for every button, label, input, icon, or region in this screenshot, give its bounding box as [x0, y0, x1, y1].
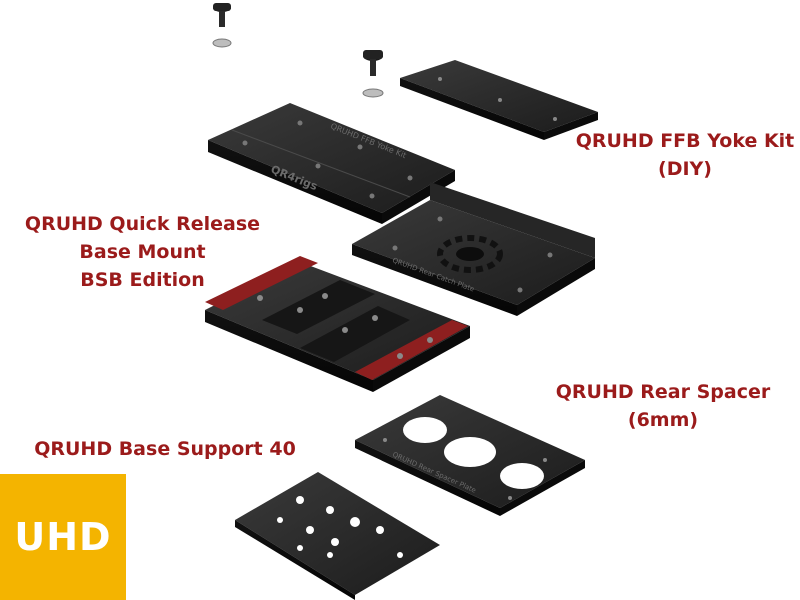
uhd-badge: UHD — [0, 474, 126, 600]
thumb-screw-right — [363, 50, 383, 76]
label-line: QRUHD FFB Yoke Kit — [575, 130, 795, 152]
washer-right — [362, 88, 384, 98]
label-rear-spacer: QRUHD Rear Spacer (6mm) — [548, 378, 778, 434]
thumb-screw-left — [213, 3, 231, 27]
base-support-plate — [235, 472, 440, 600]
uhd-badge-text: UHD — [14, 515, 112, 559]
label-ffb-yoke-kit: QRUHD FFB Yoke Kit (DIY) — [570, 127, 800, 183]
spacer-hole-1 — [403, 417, 447, 443]
label-line: QRUHD Rear Spacer — [555, 381, 771, 403]
label-line: (6mm) — [627, 409, 699, 431]
quick-release-base-mount — [205, 256, 470, 392]
clamp-bar — [400, 60, 598, 140]
label-line: QRUHD Base Support 40 — [34, 438, 296, 460]
label-line: (DIY) — [658, 158, 712, 180]
label-quick-release-base-mount: QRUHD Quick Release Base Mount BSB Editi… — [20, 210, 265, 294]
spacer-hole-2 — [444, 437, 496, 467]
label-line: QRUHD Quick Release — [24, 213, 261, 235]
washer-left — [212, 38, 232, 48]
label-base-support: QRUHD Base Support 40 — [30, 435, 300, 463]
spacer-hole-3 — [500, 463, 544, 489]
label-line: Base Mount — [79, 241, 206, 263]
red-rail-back — [205, 256, 318, 310]
red-rail-front — [355, 320, 468, 380]
rear-catch-plate: QRUHD Rear Catch Plate — [352, 182, 595, 316]
ffb-yoke-plate: QRUHD FFB Yoke Kit QR4rigs — [208, 103, 455, 224]
rear-spacer-plate: QRUHD Rear Spacer Plate — [355, 395, 585, 516]
label-line: BSB Edition — [80, 269, 205, 291]
